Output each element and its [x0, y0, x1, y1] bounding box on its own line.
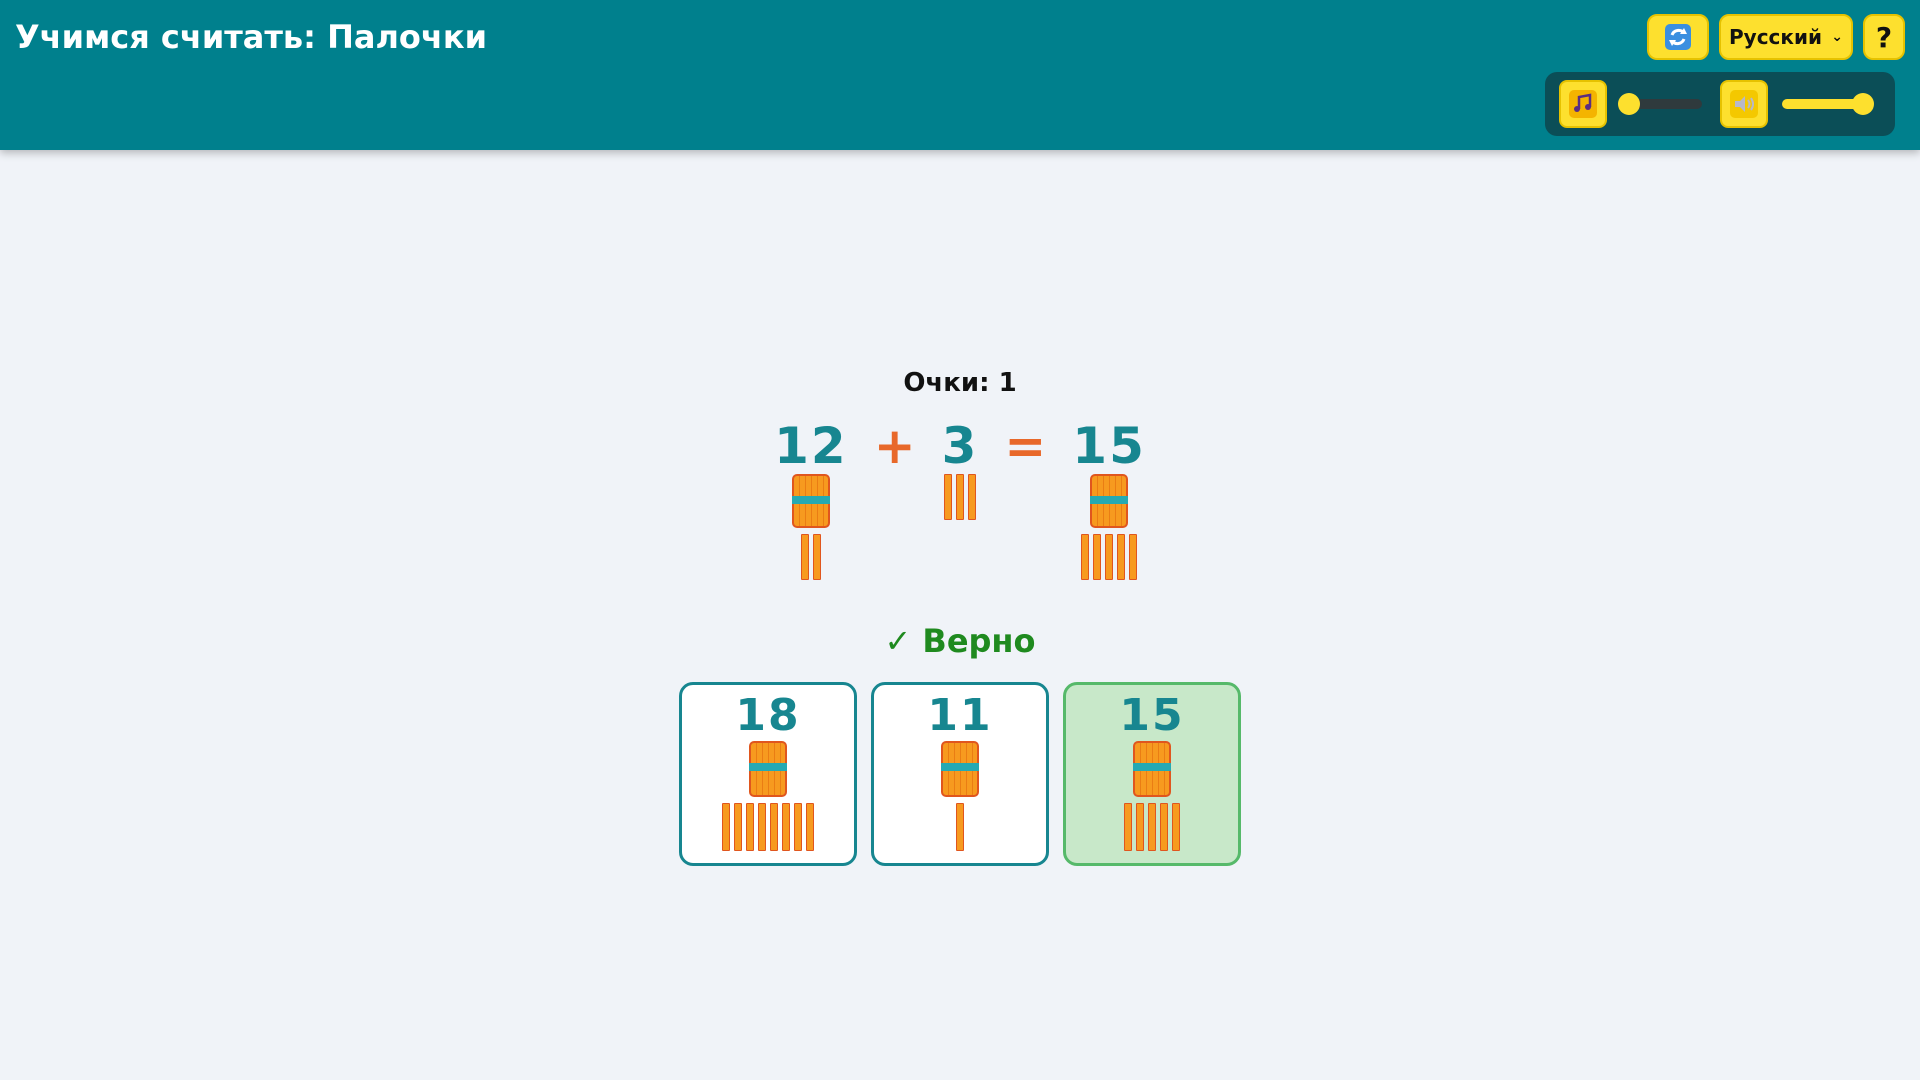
- operand-a: 12: [774, 418, 848, 580]
- ten-bundle: [1090, 474, 1129, 528]
- music-volume-track: [1621, 99, 1702, 109]
- score-label: Очки: 1: [903, 368, 1017, 398]
- ones-sticks: [722, 803, 814, 851]
- ten-bundle: [791, 474, 830, 528]
- stick: [1124, 803, 1132, 851]
- sound-volume-thumb[interactable]: [1852, 93, 1874, 115]
- music-volume-thumb[interactable]: [1618, 93, 1641, 115]
- ten-bundle: [749, 741, 787, 797]
- answer-option-2[interactable]: 11: [871, 682, 1049, 866]
- answer-option-sticks: [941, 741, 979, 851]
- stick: [1172, 803, 1180, 851]
- answer-option-1[interactable]: 18: [679, 682, 857, 866]
- stick: [794, 803, 802, 851]
- stick: [722, 803, 730, 851]
- ones-sticks: [943, 474, 976, 520]
- stick: [746, 803, 754, 851]
- equals-operator: =: [1004, 418, 1046, 474]
- stick: [955, 474, 964, 520]
- plus-operator: +: [874, 418, 916, 474]
- stick: [812, 534, 821, 580]
- stick: [967, 474, 976, 520]
- stick: [1081, 534, 1090, 580]
- operand-b-sticks: [943, 474, 976, 520]
- operand-b-number: 3: [941, 417, 979, 475]
- stick: [1129, 534, 1138, 580]
- ones-sticks: [800, 534, 821, 580]
- refresh-button[interactable]: [1647, 14, 1709, 60]
- stick: [806, 803, 814, 851]
- answer-option-sticks: [722, 741, 814, 851]
- operand-a-number: 12: [774, 417, 848, 475]
- stick: [956, 803, 964, 851]
- plus-sign: +: [873, 417, 916, 475]
- equals-sign: =: [1004, 417, 1047, 475]
- chevron-down-icon: ⌄: [1831, 29, 1843, 45]
- speaker-icon: [1730, 90, 1759, 118]
- help-button[interactable]: ?: [1863, 14, 1905, 60]
- feedback-message: ✓ Верно: [884, 622, 1036, 660]
- ones-sticks: [956, 803, 964, 851]
- refresh-icon: [1665, 24, 1691, 50]
- ten-bundle: [1133, 741, 1171, 797]
- ones-sticks: [1081, 534, 1138, 580]
- answer-option-sticks: [1124, 741, 1180, 851]
- answer-option-3[interactable]: 15: [1063, 682, 1241, 866]
- audio-panel: [1545, 72, 1895, 136]
- result-sticks: [1081, 474, 1138, 580]
- answer-option-number: 11: [927, 690, 993, 741]
- stick: [770, 803, 778, 851]
- answer-options: 18 11 15: [0, 682, 1920, 866]
- sound-volume-fill: [1782, 99, 1863, 109]
- stick: [1105, 534, 1114, 580]
- music-note-icon: [1569, 90, 1598, 118]
- answer-option-number: 15: [1119, 690, 1185, 741]
- operand-a-sticks: [791, 474, 830, 580]
- stick: [1093, 534, 1102, 580]
- answer-option-number: 18: [735, 690, 801, 741]
- game-area: Очки: 1 12 + 3 = 15 ✓ Верно 18 11: [0, 150, 1920, 1080]
- stick: [782, 803, 790, 851]
- ones-sticks: [1124, 803, 1180, 851]
- music-volume-slider[interactable]: [1618, 93, 1702, 115]
- sound-volume-slider[interactable]: [1782, 93, 1874, 115]
- stick: [734, 803, 742, 851]
- sound-toggle-button[interactable]: [1720, 80, 1769, 128]
- stick: [1136, 803, 1144, 851]
- top-controls: Русский ⌄ ?: [1647, 12, 1905, 62]
- ten-bundle: [941, 741, 979, 797]
- equation: 12 + 3 = 15: [0, 418, 1920, 580]
- music-toggle-button[interactable]: [1559, 80, 1608, 128]
- stick: [800, 534, 809, 580]
- stick: [1117, 534, 1126, 580]
- app-title: Учимся считать: Палочки: [15, 18, 487, 56]
- app-header: Учимся считать: Палочки Русский ⌄ ?: [0, 0, 1920, 150]
- stick: [758, 803, 766, 851]
- result-number: 15: [1072, 417, 1146, 475]
- language-select[interactable]: Русский ⌄: [1719, 14, 1853, 60]
- stick: [1160, 803, 1168, 851]
- result: 15: [1072, 418, 1146, 580]
- stick: [943, 474, 952, 520]
- language-label: Русский: [1729, 25, 1823, 49]
- stick: [1148, 803, 1156, 851]
- operand-b: 3: [942, 418, 979, 520]
